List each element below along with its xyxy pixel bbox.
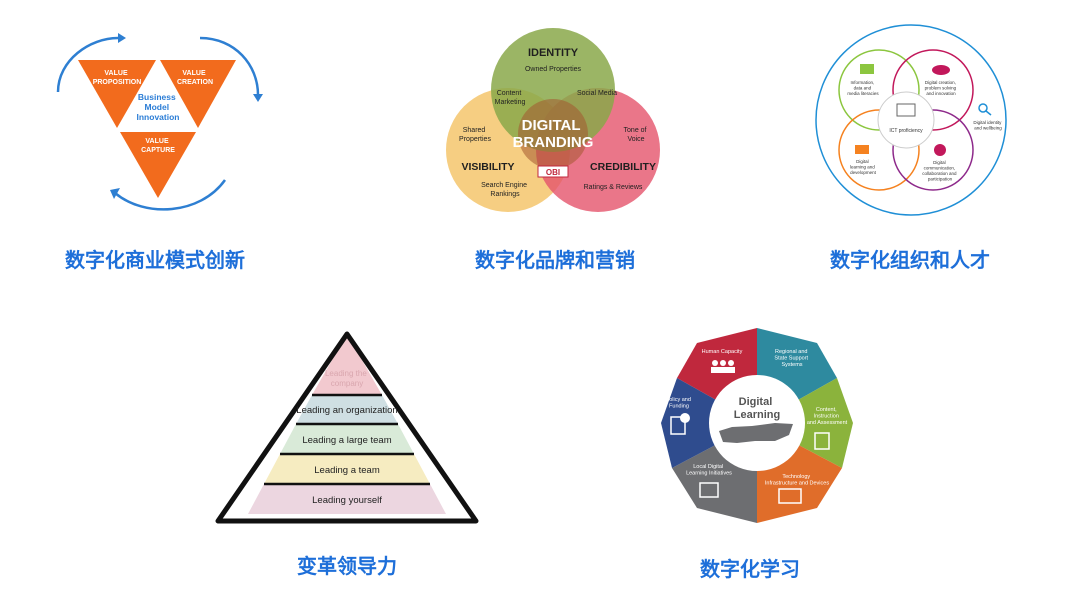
regional-label: Regional and State Support Systems <box>774 349 809 368</box>
branding-venn-diagram: IDENTITY Owned Properties Content Market… <box>446 28 660 212</box>
value-proposition-label: VALUE PROPOSITION <box>93 70 142 86</box>
content-marketing-label: Content Marketing <box>495 90 526 106</box>
learning-circle <box>838 109 920 191</box>
funding-document-icon <box>670 416 686 435</box>
magnifier-icon <box>978 103 988 113</box>
book-icon <box>855 145 869 154</box>
communication-label: Digital communication, collaboration and… <box>922 160 958 182</box>
local-label: Local Digital Learning Initiatives <box>686 464 732 477</box>
level-company-label: Leading the company <box>325 369 369 388</box>
business-model-diagram: VALUE PROPOSITION VALUE CREATION Busines… <box>56 33 263 211</box>
value-capture-label: VALUE CAPTURE <box>141 138 175 154</box>
identity-label: Digital identity and wellbeing <box>973 120 1002 131</box>
center-circle <box>709 375 805 471</box>
level-large-team <box>280 424 414 454</box>
level-large-team-label: Leading a large team <box>302 435 391 446</box>
credibility-title: CREDIBILITY <box>590 161 656 173</box>
innovation-center <box>118 62 198 130</box>
magnifier-handle <box>985 110 992 116</box>
leadership-pyramid: Leading the company Leading an organizat… <box>215 331 479 524</box>
visibility-sub: Search Engine Rankings <box>481 182 529 198</box>
social-media-label: Social Media <box>577 90 617 97</box>
center-label: Digital Learning <box>734 396 780 421</box>
level-company <box>312 334 382 395</box>
tone-of-voice-label: Tone of Voice <box>624 127 649 143</box>
technology-label: Technology Infrastructure and Devices <box>765 474 829 487</box>
digital-branding-label: DIGITAL BRANDING <box>513 117 594 151</box>
document-plus-icon <box>814 432 830 450</box>
caption-branding: 数字化品牌和营销 <box>475 248 635 272</box>
laptop-icon <box>896 103 916 117</box>
innovation-label: Business Model Innovation <box>137 92 180 122</box>
arrowhead-top-right <box>253 94 263 102</box>
caption-business-model: 数字化商业模式创新 <box>65 248 245 272</box>
obi-logo: OBI <box>546 168 560 177</box>
caption-leadership: 变革领导力 <box>297 554 397 578</box>
level-team <box>264 454 430 484</box>
level-organization <box>296 395 398 424</box>
arrowhead-top-left <box>118 33 126 43</box>
arrowhead-bottom <box>110 188 120 199</box>
cycle-arrow-top-right <box>199 36 260 96</box>
info-label: Information, data and media literacies <box>847 80 879 96</box>
ict-label: ICT proficiency <box>889 128 923 134</box>
communication-circle <box>892 109 974 191</box>
value-creation-label: VALUE CREATION <box>177 70 213 86</box>
organization-diagram: ICT proficiency Information, data and me… <box>815 24 1007 216</box>
caption-learning: 数字化学习 <box>700 557 800 581</box>
identity-sub: Owned Properties <box>525 66 582 73</box>
shared-properties-label: Shared Properties <box>459 127 491 143</box>
dollar-icon <box>680 413 690 423</box>
pyramid-outline <box>215 331 479 524</box>
level-organization-label: Leading an organization <box>296 405 397 416</box>
learning-wheel: Digital Learning Human Capacity Regional… <box>661 328 853 523</box>
value-capture-triangle <box>120 132 196 198</box>
info-icon <box>860 64 874 74</box>
level-yourself <box>248 484 446 514</box>
cycle-arrow-top-left <box>56 36 119 93</box>
obi-logo-box <box>537 165 569 178</box>
level-yourself-label: Leading yourself <box>312 495 382 506</box>
info-circle <box>838 49 920 131</box>
creation-label: Digital creation, problem solving and in… <box>925 80 958 96</box>
visibility-title: VISIBILITY <box>461 161 514 173</box>
people-icon <box>711 360 735 373</box>
policy-label: Policy and Funding <box>666 397 693 410</box>
laptop-tablet-icon <box>778 488 802 504</box>
content-label: Content, Instruction and Assessment <box>807 407 848 426</box>
value-proposition-triangle <box>78 60 156 128</box>
cycle-arrow-bottom <box>114 179 227 211</box>
nc-state-map-icon <box>719 423 793 443</box>
learning-label: Digital learning and development <box>850 159 877 175</box>
chat-icon <box>934 144 946 156</box>
ict-center-circle <box>877 91 935 149</box>
creation-circle <box>892 49 974 131</box>
value-creation-triangle <box>160 60 236 128</box>
center-overlap <box>518 99 588 169</box>
monitor-icon <box>699 482 719 498</box>
credibility-sub: Ratings & Reviews <box>584 184 643 191</box>
caption-organization: 数字化组织和人才 <box>830 248 990 272</box>
human-capacity-label: Human Capacity <box>702 349 743 355</box>
level-team-label: Leading a team <box>314 465 380 476</box>
creation-icon <box>932 65 950 75</box>
identity-title: IDENTITY <box>528 47 579 59</box>
